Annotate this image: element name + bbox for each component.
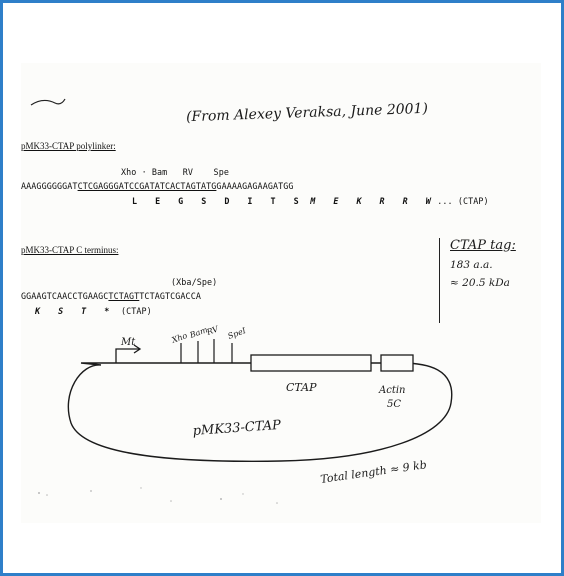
- scan-speckles: [38, 487, 278, 504]
- pen-squiggle: [31, 99, 65, 105]
- plasmid-map: Mt Xho Bam RV SpeI CTAP Actin 5C pMK33-C…: [21, 63, 541, 523]
- restriction-site-ticks: [181, 339, 232, 363]
- scanned-page: (From Alexey Veraksa, June 2001) pMK33-C…: [21, 63, 541, 523]
- ctap-label: CTAP: [286, 381, 317, 394]
- site-label-rv: RV: [205, 324, 221, 337]
- promoter-arrow-icon: [116, 349, 139, 363]
- actin-label-1: Actin: [378, 385, 405, 396]
- promoter-label: Mt: [120, 337, 136, 348]
- plasmid-name: pMK33-CTAP: [192, 418, 281, 439]
- actin-box: [381, 355, 413, 371]
- total-length-note: Total length ≈ 9 kb: [320, 458, 428, 486]
- site-label-spe: SpeI: [227, 326, 248, 341]
- ctap-box: [251, 355, 371, 371]
- actin-label-2: 5C: [387, 399, 401, 410]
- site-label-xho: Xho: [170, 331, 189, 345]
- plasmid-backbone: [68, 363, 451, 461]
